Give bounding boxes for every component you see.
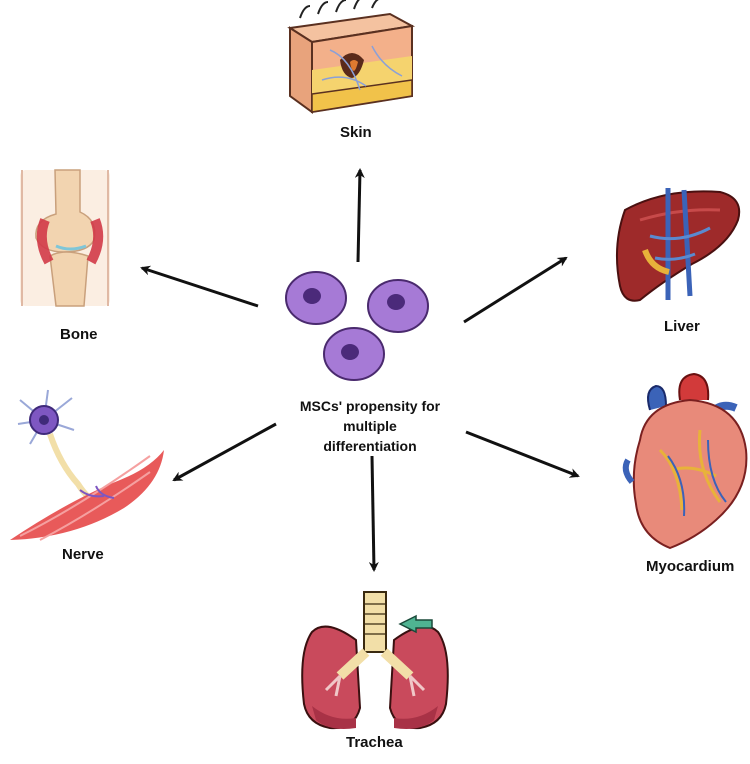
bone-icon xyxy=(20,169,110,307)
liver-icon xyxy=(616,188,741,302)
label-myocardium: Myocardium xyxy=(646,558,735,575)
msc-cell-1 xyxy=(285,271,347,325)
heart-icon xyxy=(622,372,748,550)
lungs-icon xyxy=(301,591,449,730)
label-skin: Skin xyxy=(340,124,372,141)
arrow-to-bone xyxy=(140,265,259,308)
arrow-to-liver xyxy=(463,256,568,324)
msc-cell-2 xyxy=(367,279,429,333)
msc-cell-3 xyxy=(323,327,385,381)
nerve-icon xyxy=(10,389,164,541)
arrow-to-myocardium xyxy=(465,430,580,478)
label-trachea: Trachea xyxy=(346,734,403,751)
label-nerve: Nerve xyxy=(62,546,104,563)
arrow-to-nerve xyxy=(172,422,277,482)
center-label: MSCs' propensity for multiple differenti… xyxy=(250,396,490,456)
skin-icon xyxy=(287,0,416,114)
label-liver: Liver xyxy=(664,318,700,335)
center-label-line-1: MSCs' propensity for xyxy=(299,398,441,414)
arrow-to-skin xyxy=(354,168,365,263)
label-bone: Bone xyxy=(60,326,98,343)
center-label-line-2: multiple xyxy=(343,418,397,434)
arrow-to-trachea xyxy=(368,455,379,572)
center-label-line-3: differentiation xyxy=(323,438,417,454)
